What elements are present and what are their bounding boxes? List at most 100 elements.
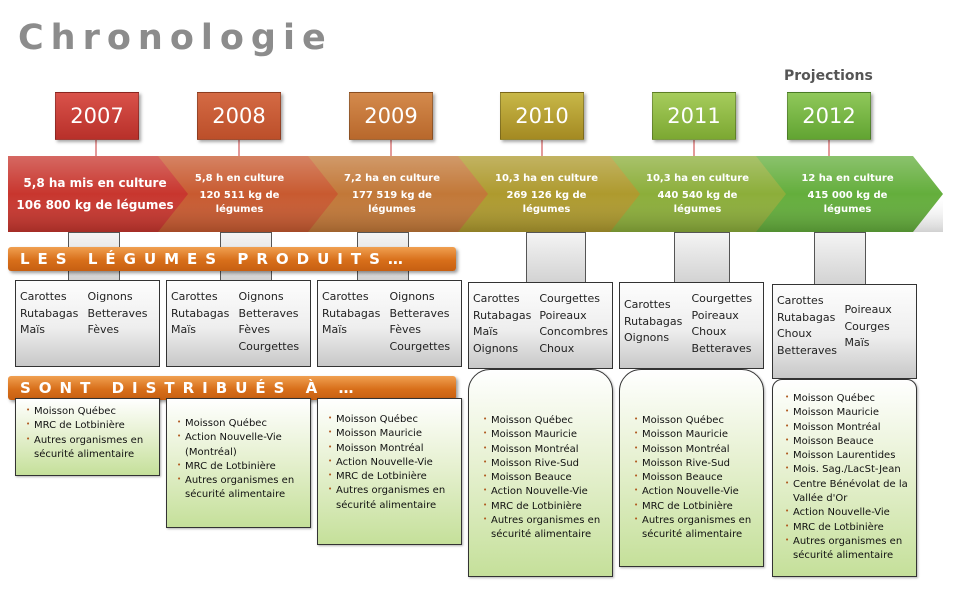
vegetables-tab	[674, 232, 730, 284]
segment-weight: 177 519 kg de	[352, 190, 432, 202]
vegetable: Carottes	[20, 290, 67, 303]
vegetable: Fèves	[87, 323, 120, 336]
year-connector	[390, 138, 392, 156]
organisation-item: MRC de Lotbinière	[328, 470, 455, 484]
vegetables-col-left: Carottes Rutabagas Maïs	[322, 289, 390, 366]
year-box-2011: 2011	[652, 92, 736, 140]
vegetable: Rutabagas	[20, 306, 79, 320]
vegetables-box-2011: Carottes Rutabagas Oignons Courgettes Po…	[619, 282, 764, 369]
year-connector	[238, 138, 240, 156]
segment-area: 5,8 ha mis en culture	[23, 175, 167, 190]
vegetables-col-right: Oignons Betteraves Fèves Courgettes	[239, 289, 307, 366]
segment-unit: légumes	[215, 203, 264, 215]
organisation-item: Moisson Québec	[26, 405, 153, 419]
segment-text-2009: 7,2 ha en culture 177 519 kg de légumes	[337, 156, 447, 232]
vegetable: Maïs	[171, 323, 197, 336]
organisation-item: Moisson Québec	[177, 417, 304, 431]
organisations-list: Moisson Québec Moisson Mauricie Moisson …	[483, 414, 606, 543]
vegetable: Rutabagas	[777, 310, 836, 324]
organisation-item: Moisson Montréal	[634, 443, 757, 457]
organisation-item: Moisson Montréal	[785, 421, 910, 435]
vegetable: Carottes	[171, 290, 218, 303]
organisation-item: Moisson Laurentides	[785, 449, 910, 463]
organisation-item: Moisson Beauce	[634, 471, 757, 485]
organisation-item: Autres organismes en sécurité alimentair…	[483, 514, 606, 543]
vegetable: Rutabagas	[624, 314, 683, 328]
organisations-box-2008: Moisson Québec Action Nouvelle-Vie (Mont…	[166, 398, 311, 528]
organisation-item: MRC de Lotbinière	[177, 460, 304, 474]
segment-area: 10,3 ha en culture	[646, 172, 749, 184]
vegetable: Fèves	[238, 323, 271, 336]
band-distributed-to: SONT DISTRIBUÉS À …	[8, 376, 456, 400]
segment-unit: légumes	[522, 203, 571, 215]
organisation-item: MRC de Lotbinière	[634, 500, 757, 514]
vegetable: Rutabagas	[171, 306, 230, 320]
vegetable: Betteraves	[691, 341, 752, 355]
vegetable: Courgettes	[389, 339, 451, 353]
organisation-item: Moisson Québec	[785, 392, 910, 406]
segment-weight: 106 800 kg de légumes	[16, 198, 174, 212]
organisation-item: Moisson Québec	[328, 413, 455, 427]
organisation-item: Autres organismes en sécurité alimentair…	[785, 535, 910, 564]
vegetables-box-2007: Carottes Rutabagas Maïs Oignons Betterav…	[15, 280, 160, 367]
vegetable: Oignons	[238, 290, 284, 303]
organisation-item: Moisson Mauricie	[785, 406, 910, 420]
organisation-item: Moisson Mauricie	[483, 428, 606, 442]
vegetable: Choux	[539, 341, 575, 355]
segment-text-2011: 10,3 ha en culture 440 540 kg de légumes	[640, 156, 755, 232]
organisation-item: Centre Bénévolat de la Vallée d'Or	[785, 478, 910, 507]
year-box-2009: 2009	[349, 92, 433, 140]
vegetable: Concombres	[539, 325, 608, 338]
segment-text-2012: 12 ha en culture 415 000 kg de légumes	[790, 156, 905, 232]
year-connector	[693, 138, 695, 156]
organisations-list: Moisson Québec MRC de Lotbinière Autres …	[26, 405, 153, 462]
vegetables-col-right: Courgettes Poireaux Concombres Choux	[539, 291, 608, 368]
vegetable: Oignons	[87, 290, 133, 303]
organisations-box-2012: Moisson Québec Moisson Mauricie Moisson …	[772, 379, 917, 577]
organisation-item: Action Nouvelle-Vie	[483, 485, 606, 499]
organisation-item: Autres organismes en sécurité alimentair…	[634, 514, 757, 543]
vegetable: Betteraves	[87, 306, 148, 320]
vegetable: Poireaux	[844, 303, 892, 316]
vegetable: Oignons	[389, 290, 435, 303]
vegetable: Oignons	[624, 331, 670, 344]
vegetables-box-2010: Carottes Rutabagas Maïs Oignons Courgett…	[468, 282, 613, 369]
vegetable: Oignons	[473, 341, 519, 355]
organisation-item: Mois. Sag./LacSt-Jean	[785, 463, 910, 477]
organisation-item: Action Nouvelle-Vie	[328, 456, 455, 470]
vegetable: Maïs	[473, 325, 499, 338]
vegetable: Courgettes	[238, 339, 300, 353]
organisation-item: Moisson Mauricie	[634, 428, 757, 442]
vegetable: Betteraves	[777, 343, 837, 357]
organisation-item: MRC de Lotbinière	[26, 419, 153, 433]
vegetables-col-right: Poireaux Courges Maïs	[845, 293, 913, 378]
page-title: Chronologie	[18, 18, 333, 58]
vegetable: Carottes	[777, 294, 824, 307]
organisations-box-2011: Moisson Québec Moisson Mauricie Moisson …	[619, 369, 764, 567]
organisation-item: Action Nouvelle-Vie	[634, 485, 757, 499]
segment-weight: 415 000 kg de	[807, 190, 888, 202]
vegetables-col-right: Oignons Betteraves Fèves Courgettes	[390, 289, 458, 366]
year-connector	[828, 138, 830, 156]
organisations-box-2009: Moisson Québec Moisson Mauricie Moisson …	[317, 398, 462, 545]
organisation-item: Moisson Beauce	[483, 471, 606, 485]
organisations-list: Moisson Québec Action Nouvelle-Vie (Mont…	[177, 417, 304, 503]
vegetable: Maïs	[322, 323, 348, 336]
vegetables-tab	[526, 232, 586, 284]
timeline-arrow	[8, 156, 943, 232]
vegetables-col-left: Carottes Rutabagas Maïs	[20, 289, 88, 366]
segment-area: 7,2 ha en culture	[343, 172, 440, 184]
vegetable: Carottes	[473, 292, 520, 305]
year-box-2007: 2007	[55, 92, 139, 140]
organisation-item: Action Nouvelle-Vie (Montréal)	[177, 431, 304, 460]
organisation-item: Moisson Rive-Sud	[634, 457, 757, 471]
year-box-2010: 2010	[500, 92, 584, 140]
year-box-2008: 2008	[197, 92, 281, 140]
organisations-box-2007: Moisson Québec MRC de Lotbinière Autres …	[15, 398, 160, 476]
vegetable: Carottes	[624, 298, 671, 311]
vegetable: Rutabagas	[473, 308, 532, 322]
segment-unit: légumes	[823, 203, 872, 215]
vegetables-box-2012: Carottes Rutabagas Choux Betteraves Poir…	[772, 284, 917, 379]
vegetable: Carottes	[322, 290, 369, 303]
vegetable: Fèves	[389, 323, 422, 336]
